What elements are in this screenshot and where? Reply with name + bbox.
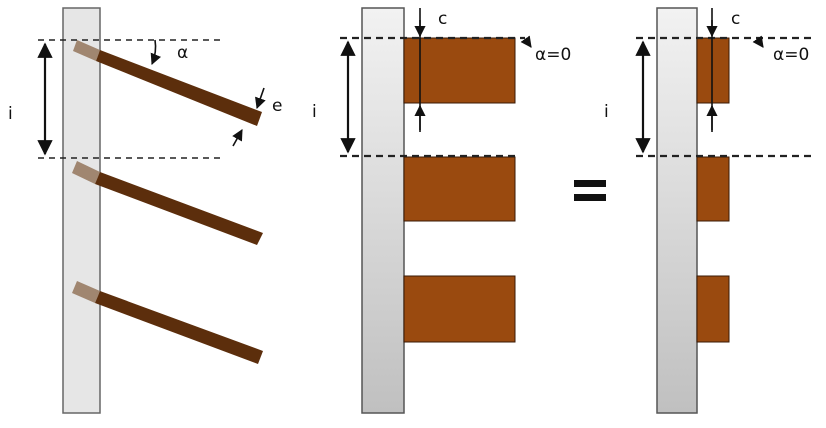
spacing-label-middle: i [312, 102, 317, 122]
thickness-arrow-lower [232, 129, 243, 147]
inclined-fin-3 [72, 281, 263, 364]
straight-fin-2 [403, 156, 516, 222]
alpha-zero-arrow-right [752, 35, 764, 48]
inclined-fin-root-2 [72, 161, 100, 184]
wall-middle [361, 7, 405, 414]
inclined-fin-1 [73, 40, 262, 126]
inclined-fin-body-1 [96, 50, 262, 126]
angle-arc [150, 39, 162, 66]
short-fin-2 [696, 156, 730, 222]
alpha-zero-arrow-middle [520, 35, 532, 48]
inclined-fin-2 [72, 161, 263, 245]
fin-thickness-label-right: c [731, 9, 740, 29]
inclined-fin-body-3 [95, 291, 263, 364]
alpha-zero-label-middle: α=0 [535, 45, 571, 65]
fin-thickness-label-middle: c [438, 9, 447, 29]
wall-right [656, 7, 698, 414]
angle-label-alpha: α [177, 43, 188, 63]
straight-fin-1 [403, 37, 516, 104]
inclined-fin-body-2 [95, 172, 263, 245]
straight-fin-3 [403, 275, 516, 343]
short-fin-3 [696, 275, 730, 343]
short-fin-1 [696, 37, 730, 104]
equals-sign-icon [574, 180, 606, 201]
panel-inclined-fins: i α e [8, 7, 282, 414]
inclined-fin-root-1 [73, 40, 100, 61]
spacing-label-left: i [8, 104, 13, 124]
panel-straight-fins: i c α=0 [312, 7, 571, 414]
spacing-label-right: i [604, 102, 609, 122]
alpha-zero-label-right: α=0 [773, 45, 809, 65]
thickness-arrow-upper [255, 87, 266, 110]
inclined-fin-root-3 [72, 281, 100, 303]
panel-short-fins: i c α=0 [604, 7, 815, 414]
thickness-label-e: e [272, 96, 282, 116]
wall-left [62, 7, 101, 414]
